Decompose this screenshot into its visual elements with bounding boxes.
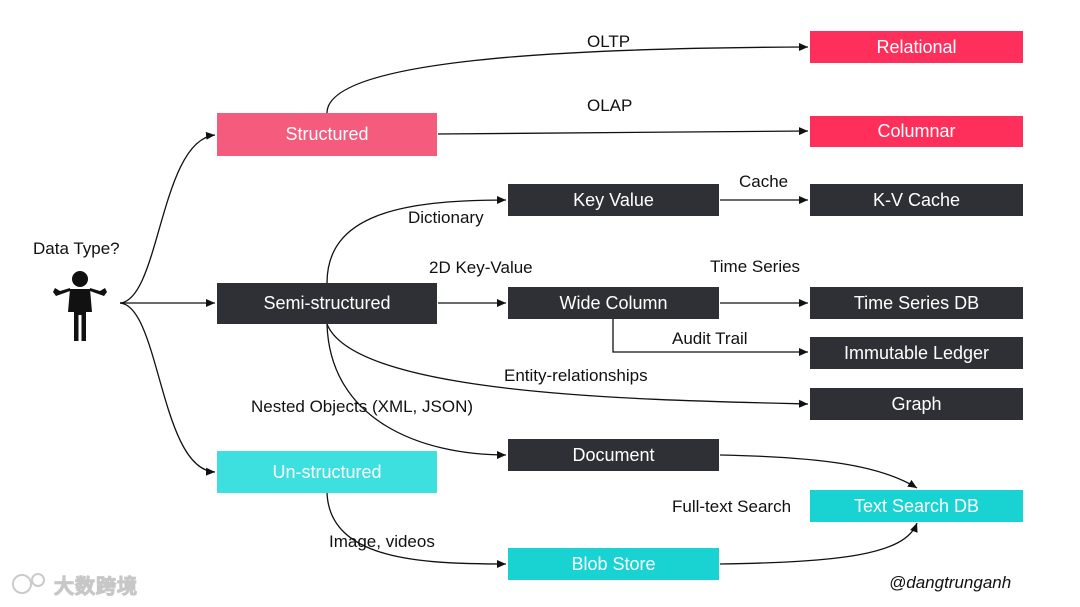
box-un-structured-text: Un-structured xyxy=(272,461,382,482)
watermark-logo-icon xyxy=(12,573,45,594)
box-document: Document xyxy=(508,439,719,471)
box-document-text: Document xyxy=(572,444,655,465)
watermark: 大数跨境 xyxy=(10,570,138,599)
box-semi-structured: Semi-structured xyxy=(217,283,437,324)
label-dictionary: Dictionary xyxy=(408,208,484,227)
box-text-search-db: Text Search DB xyxy=(810,490,1023,522)
edge-nested-objects xyxy=(326,323,507,459)
box-columnar: Columnar xyxy=(810,116,1023,147)
label-image-videos: Image, videos xyxy=(329,532,435,551)
edge-oltp xyxy=(326,43,809,114)
edge-audit-trail xyxy=(612,319,808,356)
box-wide-column: Wide Column xyxy=(508,287,719,319)
edge-blob-text-search xyxy=(719,522,918,565)
edge-olap xyxy=(437,127,809,136)
box-structured: Structured xyxy=(217,113,437,156)
box-un-structured: Un-structured xyxy=(217,451,437,493)
box-text-search-db-text: Text Search DB xyxy=(853,495,980,516)
box-structured-text: Structured xyxy=(285,124,369,144)
label-cache: Cache xyxy=(739,172,789,191)
edge-person-unstructured xyxy=(119,302,216,476)
edge-dictionary xyxy=(326,196,507,284)
label-oltp: OLTP xyxy=(587,32,631,51)
box-blob-store: Blob Store xyxy=(508,548,719,580)
box-graph-text: Graph xyxy=(891,393,942,414)
box-blob-store-text: Blob Store xyxy=(571,553,656,574)
box-key-value: Key Value xyxy=(508,184,719,216)
author-credit: @dangtrunganh xyxy=(889,573,1012,592)
box-immutable-ledger-text: Immutable Ledger xyxy=(843,342,990,363)
question-label: Data Type? xyxy=(33,239,120,258)
label-nested-objects: Nested Objects (XML, JSON) xyxy=(251,397,474,416)
box-immutable-ledger: Immutable Ledger xyxy=(810,337,1023,369)
label-entity-relationships: Entity-relationships xyxy=(504,366,648,385)
box-relational: Relational xyxy=(810,31,1023,63)
box-semi-structured-text: Semi-structured xyxy=(263,293,391,313)
person-shrug-icon xyxy=(53,271,107,341)
watermark-text: 大数跨境 xyxy=(54,576,138,599)
label-olap: OLAP xyxy=(587,96,633,115)
label-time-series: Time Series xyxy=(710,257,801,276)
label-full-text-search: Full-text Search xyxy=(672,497,792,516)
box-relational-text: Relational xyxy=(876,36,957,57)
box-time-series-db: Time Series DB xyxy=(810,287,1023,319)
label-2d-key-value: 2D Key-Value xyxy=(429,258,533,277)
edge-image-videos xyxy=(326,492,507,568)
edge-document-text-search xyxy=(719,454,918,489)
edge-person-structured xyxy=(119,131,216,304)
box-key-value-text: Key Value xyxy=(573,189,654,210)
label-audit-trail: Audit Trail xyxy=(672,329,748,348)
edge-entity-relationships xyxy=(326,323,809,408)
box-time-series-db-text: Time Series DB xyxy=(853,292,980,313)
box-kv-cache: K-V Cache xyxy=(810,184,1023,216)
box-graph: Graph xyxy=(810,388,1023,420)
box-wide-column-text: Wide Column xyxy=(559,292,668,313)
box-kv-cache-text: K-V Cache xyxy=(872,189,961,210)
box-columnar-text: Columnar xyxy=(877,121,956,141)
